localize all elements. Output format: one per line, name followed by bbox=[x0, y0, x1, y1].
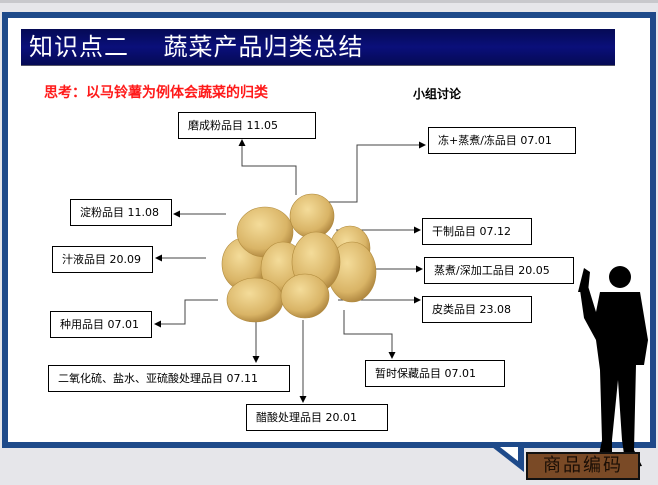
category-dried: 干制品目 07.12 bbox=[422, 218, 532, 245]
category-ground: 磨成粉品目 11.05 bbox=[178, 112, 316, 139]
category-peel: 皮类品目 23.08 bbox=[422, 296, 532, 323]
question-text: 思考：以马铃薯为例体会蔬菜的归类 bbox=[44, 85, 268, 101]
category-sulfur: 二氧化硫、盐水、亚硫酸处理品目 07.11 bbox=[48, 365, 290, 392]
category-juice: 汁液品目 20.09 bbox=[52, 246, 153, 273]
category-temporary: 暂时保藏品目 07.01 bbox=[365, 360, 505, 387]
arrow-frozen bbox=[312, 141, 426, 203]
group-discussion-label: 小组讨论 bbox=[413, 87, 462, 101]
businessman-silhouette bbox=[578, 266, 648, 468]
arrow-temporary bbox=[343, 310, 396, 359]
commodity-code-badge: 商品编码 bbox=[526, 452, 640, 480]
slide-title: 知识点二 蔬菜产品归类总结 bbox=[21, 29, 615, 66]
window-top-edge bbox=[0, 0, 658, 3]
category-cooked: 蒸煮/深加工品目 20.05 bbox=[424, 257, 574, 284]
potato-image bbox=[221, 193, 377, 323]
category-vinegar: 醋酸处理品目 20.01 bbox=[246, 404, 388, 431]
category-seed: 种用品目 07.01 bbox=[50, 311, 152, 338]
arrow-seed bbox=[154, 299, 218, 328]
arrow-ground bbox=[238, 139, 297, 195]
category-starch: 淀粉品目 11.08 bbox=[70, 199, 172, 226]
category-frozen: 冻+蒸煮/冻品目 07.01 bbox=[428, 127, 576, 154]
